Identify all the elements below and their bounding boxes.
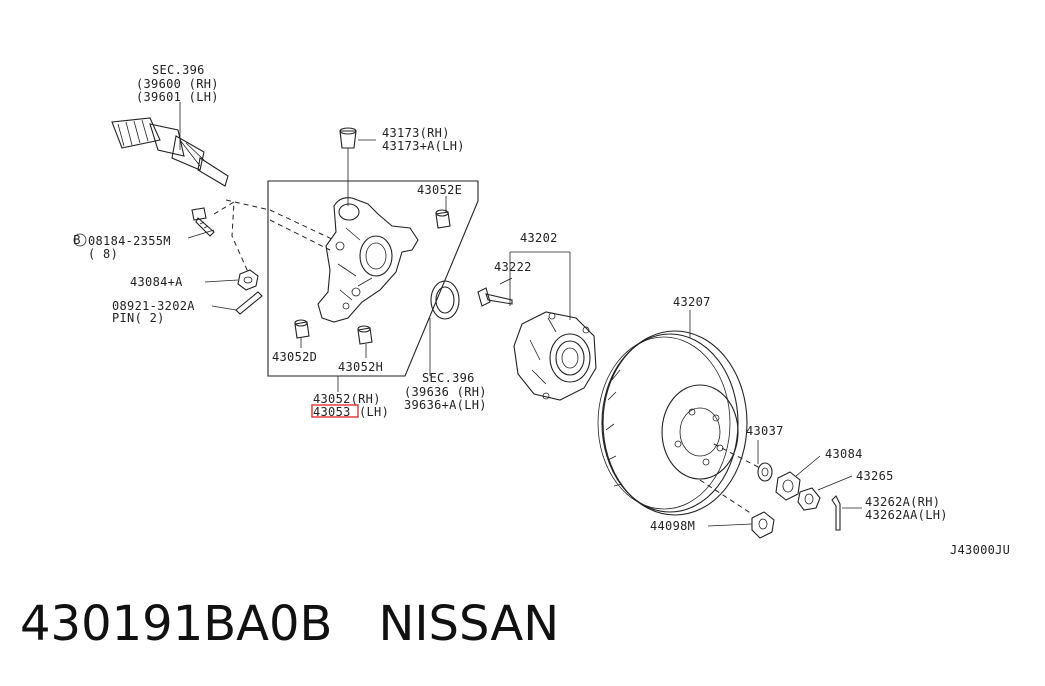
label-43052d: 43052D [272,350,317,364]
bushing-43173-drawing [339,127,357,206]
screw-44098m-drawing [707,511,775,539]
label-08184: 08184-2355M [88,234,171,248]
highlight-box [311,404,359,418]
bolt-marker-circle [73,233,87,247]
hub-bolt-43222-drawing [477,277,513,307]
pin-08921-drawing [211,291,263,315]
label-pin: PIN( 2) [112,311,165,325]
label-43053-side: (LH) [359,405,389,419]
label-43052h: 43052H [338,360,383,374]
label-44098m: 44098M [650,519,695,533]
seal-39636-drawing [429,280,460,376]
label-39601: (39601 (LH) [136,90,219,104]
label-43084a: 43084+A [130,275,183,289]
label-43262a-rh: 43262A(RH) [865,495,940,509]
drive-shaft-drawing [111,102,229,187]
dashed-leader-bolt [213,201,249,273]
label-sec396-mid: SEC.396 [422,371,475,385]
label-bolt-marker: B [73,233,81,247]
label-43202: 43202 [520,231,558,245]
knuckle-drawing [317,197,419,323]
brake-disc-43207-drawing [597,310,748,516]
label-43053-code: 43053 [313,405,351,419]
label-43207: 43207 [673,295,711,309]
diagram-code: J43000JU [950,543,1010,557]
washer-43037-drawing [757,440,773,482]
dashed-leader-disc-washer [713,443,761,469]
hub-43202-drawing [509,251,597,401]
label-43265: 43265 [856,469,894,483]
label-08184-qty: ( 8) [88,247,118,261]
cap-43265-drawing [797,475,853,511]
label-43052-rh: 43052(RH) [313,392,381,406]
label-43084: 43084 [825,447,863,461]
label-08921: 08921-3202A [112,299,195,313]
cotter-pin-43262-drawing [831,495,862,531]
dashed-leader-disc-screw [699,479,753,515]
brand-name: NISSAN [378,596,560,652]
label-39636-rh: (39636 (RH) [404,385,487,399]
label-43222: 43222 [494,260,532,274]
dashed-leader-knuckle-2 [269,219,331,251]
label-sec396-top: SEC.396 [152,63,205,77]
footer-caption: 430191BA0B NISSAN [20,596,559,652]
label-43262aa-lh: 43262AA(LH) [865,508,948,522]
label-39600: (39600 (RH) [136,77,219,91]
nut-43084-drawing [775,455,821,501]
bushing-43052h-drawing [357,325,373,345]
label-43173-rh: 43173(RH) [382,126,450,140]
label-39636-lh: 39636+A(LH) [404,398,487,412]
bolt-08184-drawing [187,207,215,239]
dashed-leader-bolt-knuckle [225,199,335,241]
label-43037: 43037 [746,424,784,438]
bushing-43052d-drawing [294,319,310,339]
label-43052e: 43052E [417,183,462,197]
label-43173-lh: 43173+A(LH) [382,139,465,153]
nut-43084a-drawing [204,269,259,291]
bushing-43052e-drawing [435,209,451,229]
part-number: 430191BA0B [20,596,333,652]
